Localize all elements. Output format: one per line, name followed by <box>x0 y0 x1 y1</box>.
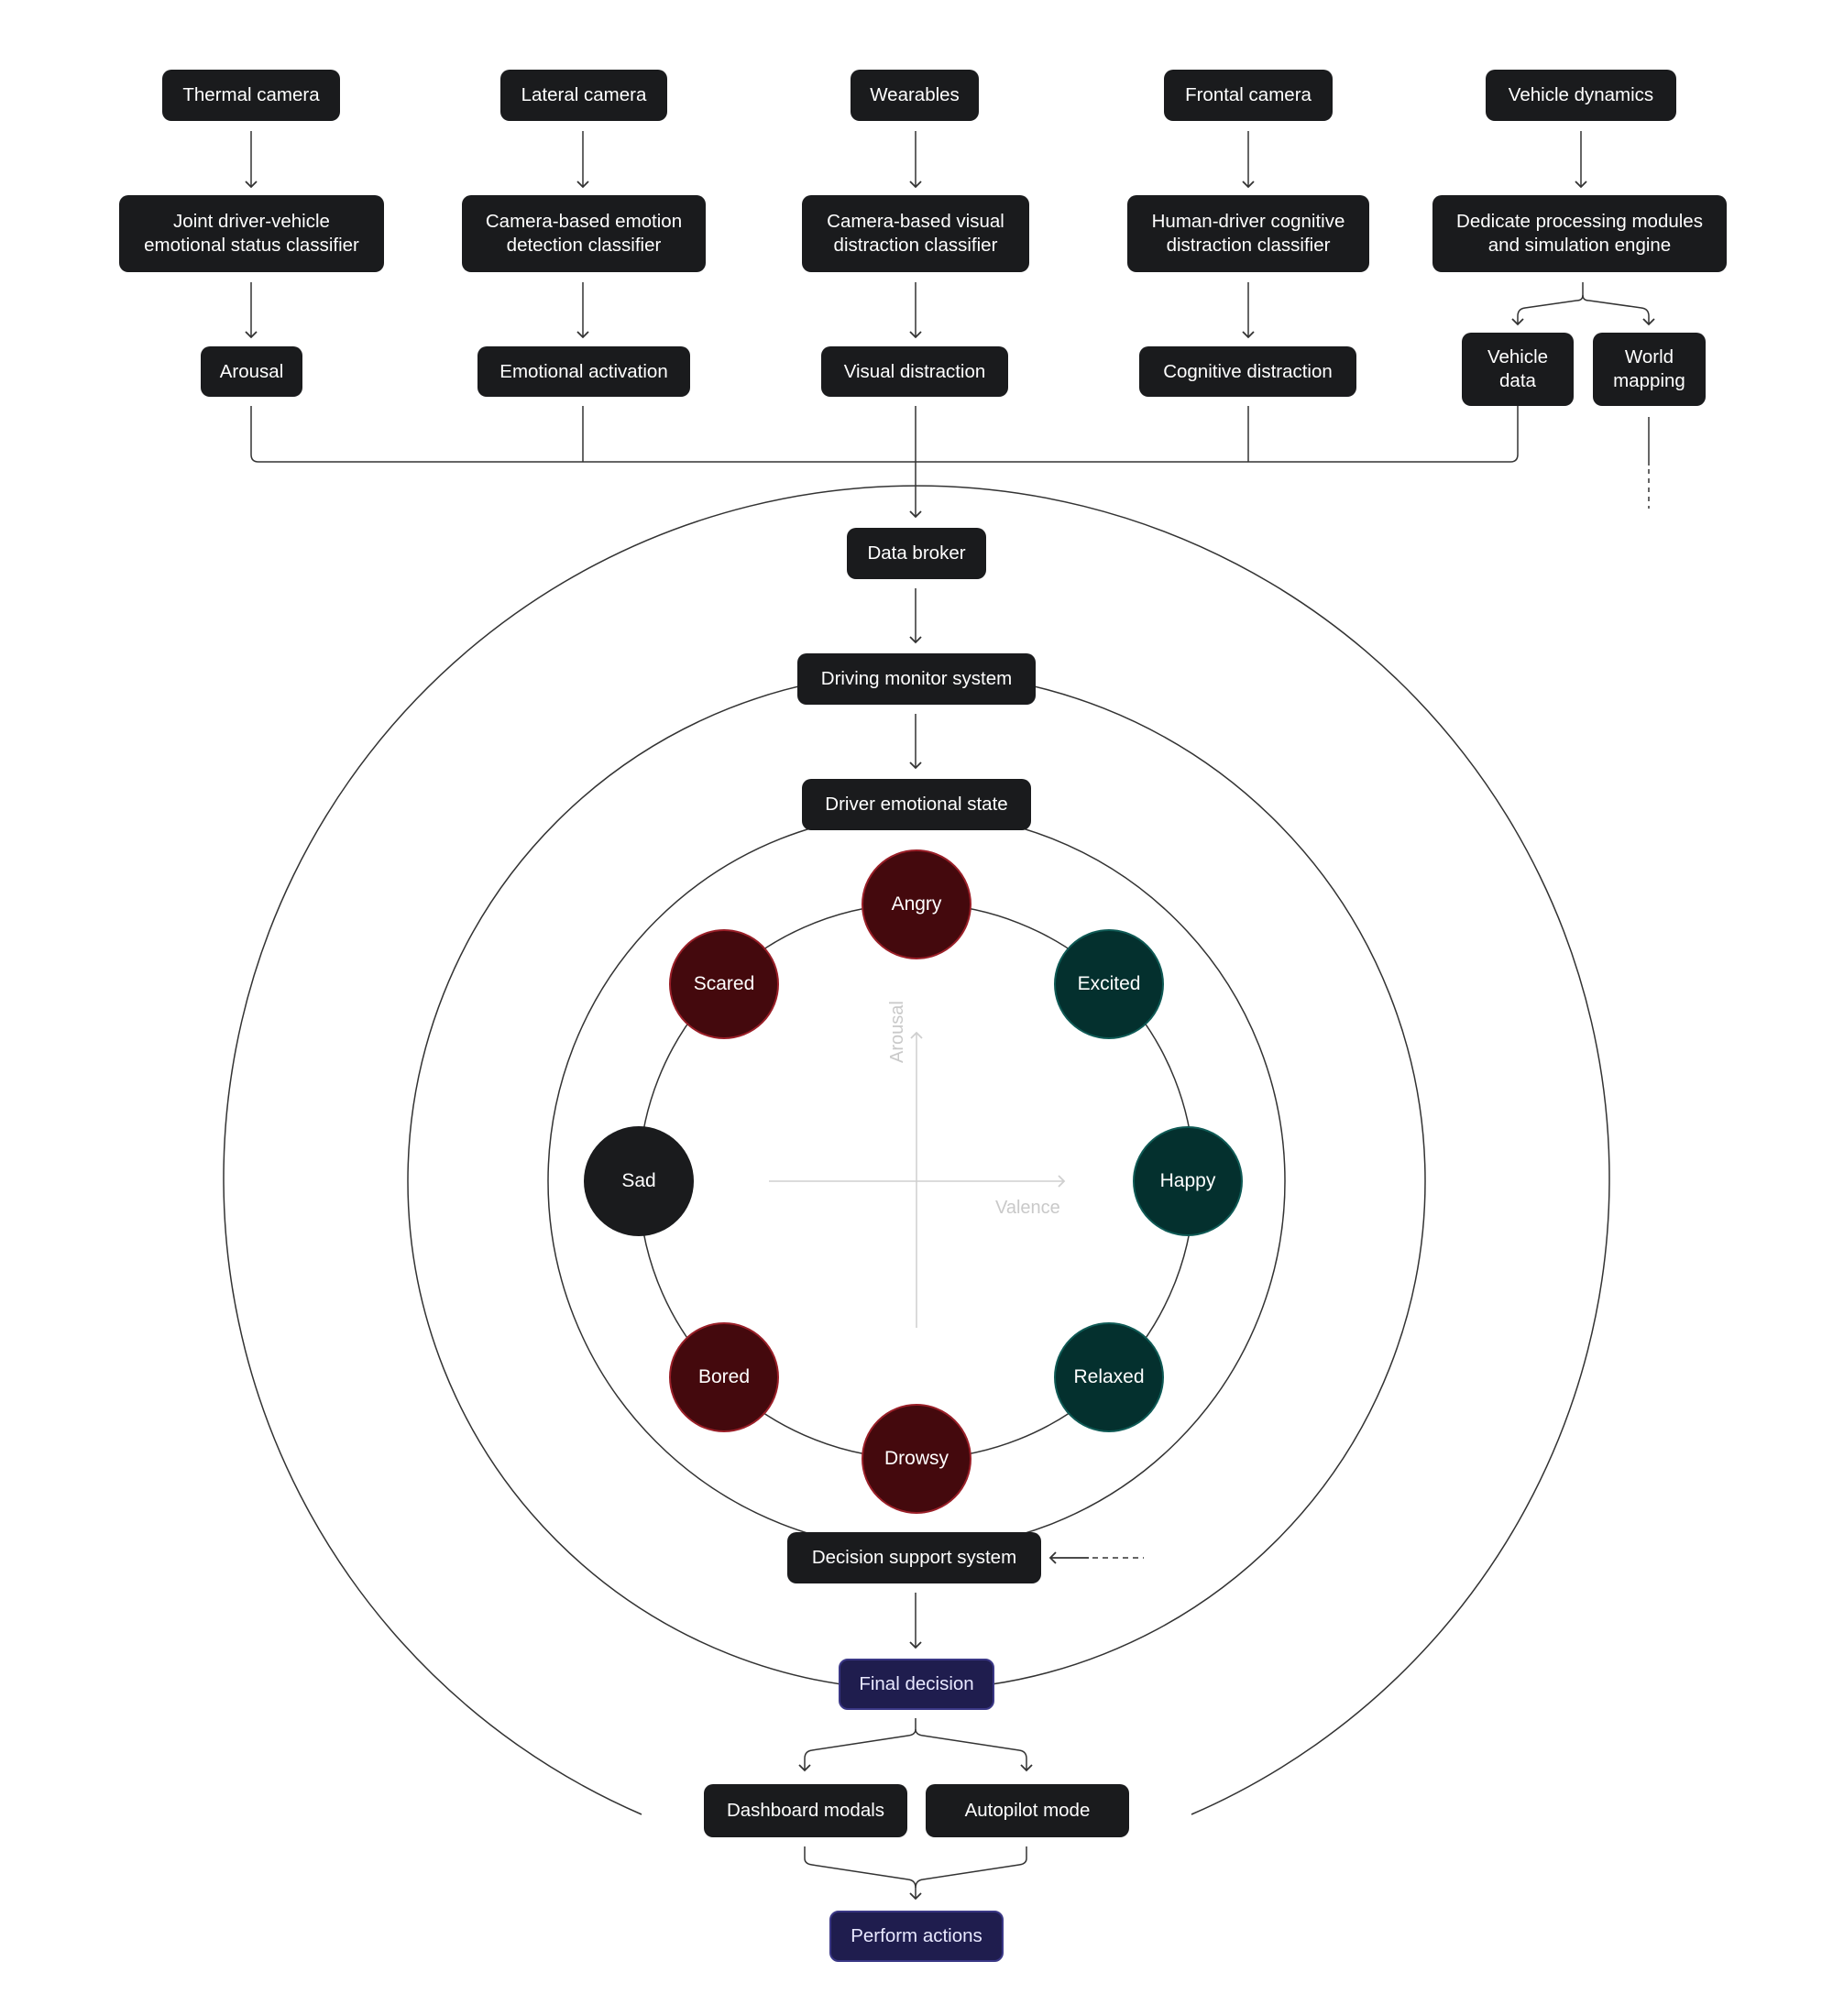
classifier-emotional-status[interactable]: Joint driver-vehicle emotional status cl… <box>119 195 384 272</box>
source-wearables[interactable]: Wearables <box>851 70 979 121</box>
emotion-bored[interactable]: Bored <box>669 1322 779 1432</box>
outer-ring <box>223 485 1610 1815</box>
output-arousal[interactable]: Arousal <box>201 346 302 397</box>
driver-emotional-state[interactable]: Driver emotional state <box>802 779 1031 830</box>
decision-support-system[interactable]: Decision support system <box>787 1532 1041 1583</box>
emotion-excited[interactable]: Excited <box>1054 929 1164 1039</box>
axis-label-arousal: Arousal <box>887 1001 907 1063</box>
classifier-emotion-detection[interactable]: Camera-based emotion detection classifie… <box>462 195 706 272</box>
emotion-sad[interactable]: Sad <box>584 1126 694 1236</box>
final-decision[interactable]: Final decision <box>839 1659 994 1710</box>
driving-monitor-system[interactable]: Driving monitor system <box>797 653 1036 705</box>
source-lateral-camera[interactable]: Lateral camera <box>500 70 667 121</box>
source-thermal-camera[interactable]: Thermal camera <box>162 70 340 121</box>
source-vehicle-dynamics[interactable]: Vehicle dynamics <box>1486 70 1676 121</box>
output-cognitive-distraction[interactable]: Cognitive distraction <box>1139 346 1356 397</box>
emotion-relaxed[interactable]: Relaxed <box>1054 1322 1164 1432</box>
output-world-mapping[interactable]: World mapping <box>1593 333 1706 406</box>
emotion-angry[interactable]: Angry <box>862 849 971 959</box>
processing-modules[interactable]: Dedicate processing modules and simulati… <box>1432 195 1727 272</box>
perform-actions[interactable]: Perform actions <box>829 1911 1004 1962</box>
data-broker[interactable]: Data broker <box>847 528 986 579</box>
emotion-happy[interactable]: Happy <box>1133 1126 1243 1236</box>
axis-label-valence: Valence <box>995 1198 1060 1218</box>
classifier-cognitive-distraction[interactable]: Human-driver cognitive distraction class… <box>1127 195 1369 272</box>
emotion-drowsy[interactable]: Drowsy <box>862 1404 971 1514</box>
source-frontal-camera[interactable]: Frontal camera <box>1164 70 1333 121</box>
classifier-visual-distraction[interactable]: Camera-based visual distraction classifi… <box>802 195 1029 272</box>
output-vehicle-data[interactable]: Vehicle data <box>1462 333 1574 406</box>
dashboard-modals[interactable]: Dashboard modals <box>704 1784 907 1837</box>
output-emotional-activation[interactable]: Emotional activation <box>477 346 690 397</box>
autopilot-mode[interactable]: Autopilot mode <box>926 1784 1129 1837</box>
output-visual-distraction[interactable]: Visual distraction <box>821 346 1008 397</box>
emotion-scared[interactable]: Scared <box>669 929 779 1039</box>
